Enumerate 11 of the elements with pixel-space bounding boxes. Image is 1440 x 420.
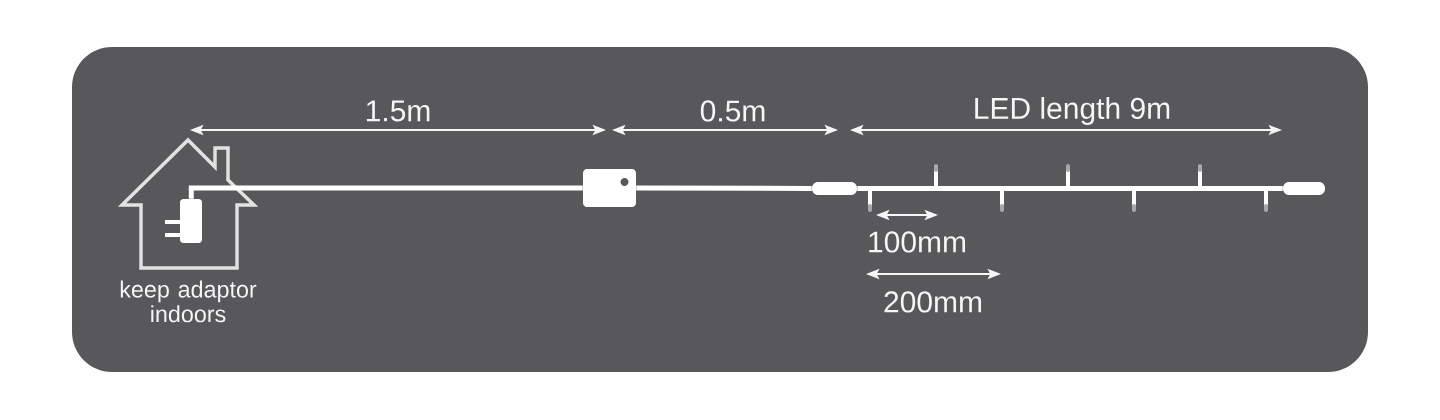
cable <box>857 186 1283 191</box>
node-label: keep adaptor indoors <box>120 280 257 323</box>
cable <box>636 185 812 191</box>
dimension-label: 200mm <box>884 291 982 313</box>
dimension-label: 100mm <box>869 231 966 253</box>
controller-box <box>583 169 636 207</box>
dimension-label: 0.5m <box>700 100 765 122</box>
dimension-label: 1.5m <box>366 100 430 122</box>
adapter-icon <box>165 199 202 243</box>
dimension-label: LED length 9m <box>975 97 1170 125</box>
cable <box>188 185 583 199</box>
